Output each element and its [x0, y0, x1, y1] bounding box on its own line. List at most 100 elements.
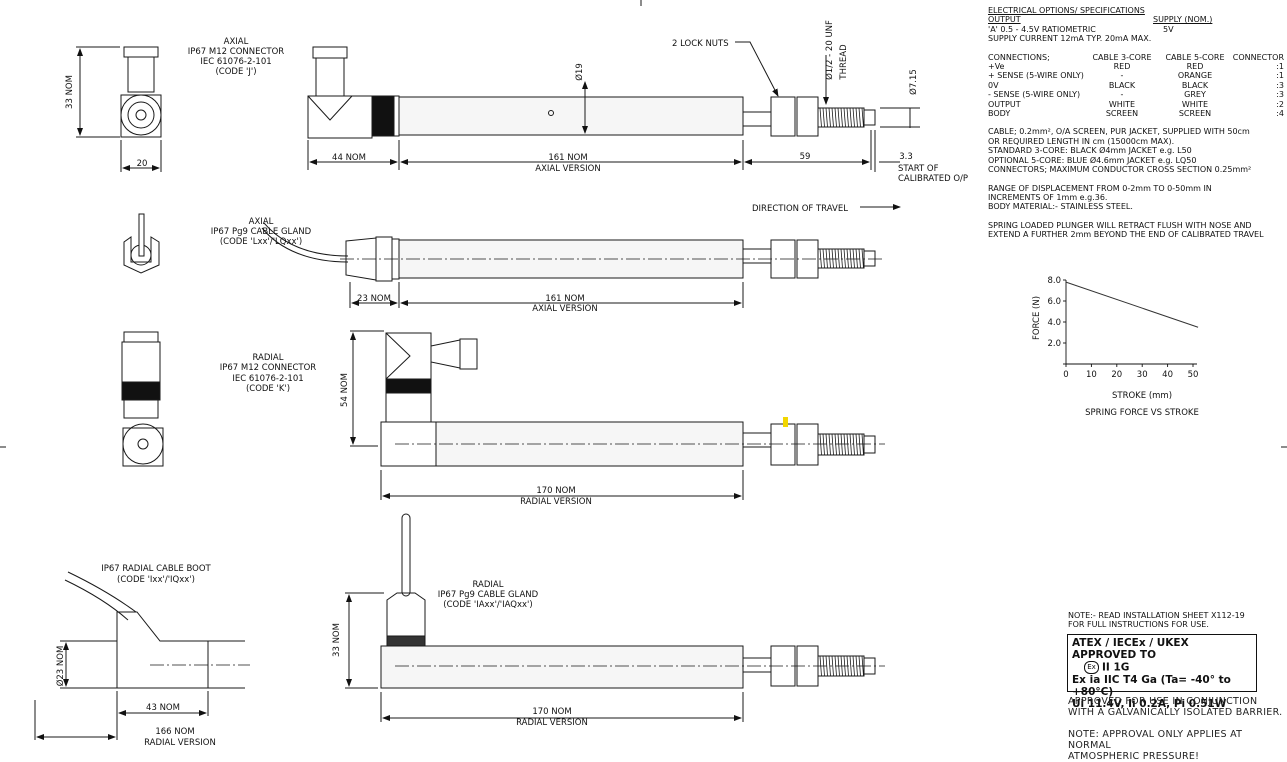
- range-lines-line: RANGE OF DISPLACEMENT FROM 0-2mm TO 0-50…: [988, 183, 1212, 193]
- connection-cell: :3: [1276, 90, 1284, 100]
- dim-end-width: 20: [137, 159, 148, 169]
- dim-radial-gland-main: 170 NOM: [532, 707, 571, 717]
- radial-gland-label-2: IP67 Pg9 CABLE GLAND: [438, 590, 539, 600]
- connection-cell: RED: [1186, 62, 1204, 72]
- connection-cell: GREY: [1184, 90, 1206, 100]
- thread-hatch: [840, 248, 843, 269]
- cable-notes: CABLE; 0.2mm², O/A SCREEN, PUR JACKET, S…: [988, 127, 1284, 174]
- lock-nuts-label: 2 LOCK NUTS: [672, 39, 729, 49]
- direction-of-travel: DIRECTION OF TRAVEL: [752, 204, 848, 214]
- radial-connector-end-view: [121, 331, 164, 467]
- chart-y-tick-label: 2.0: [1047, 339, 1061, 349]
- dia-body: Ø19: [574, 63, 585, 81]
- connection-cell: RED: [1113, 62, 1131, 72]
- connection-cell: BLACK: [1181, 80, 1209, 90]
- chart-y-tick-label: 6.0: [1047, 297, 1061, 307]
- radial-connector-label-4: (CODE 'K'): [246, 384, 290, 394]
- thread-hatch: [846, 248, 849, 269]
- axial-gland-label-3: (CODE 'Lxx'/'LQxx'): [220, 237, 302, 247]
- ex-symbol-icon: Ex: [1084, 661, 1099, 674]
- connection-cell: WHITE: [1181, 99, 1209, 109]
- cable-lines-line: CABLE; 0.2mm², O/A SCREEN, PUR JACKET, S…: [988, 127, 1250, 137]
- dia-boot: Ø23 NOM: [55, 646, 66, 687]
- axial-connector-label-2: IP67 M12 CONNECTOR: [188, 47, 285, 57]
- connection-cell: CABLE 3-CORE: [1092, 52, 1152, 62]
- highlight-mark: [783, 417, 788, 427]
- connection-cell: BLACK: [1108, 80, 1136, 90]
- axial-connector-label-4: (CODE 'J'): [215, 67, 256, 77]
- connections-row: - SENSE (5-WIRE ONLY)-GREY:3: [988, 90, 1284, 99]
- axial-gland-label-1: AXIAL: [249, 217, 274, 227]
- thread-hatch: [849, 655, 852, 677]
- radial-gland-label-1: RADIAL: [473, 580, 504, 590]
- atex-title: ATEX / IECEx / UKEX APPROVED TO: [1072, 637, 1189, 661]
- approved-note-1: APPROVED FOR USE IN CONJUNCTION: [1068, 696, 1258, 707]
- thread-hatch: [852, 433, 855, 456]
- thread-hatch: [855, 107, 858, 128]
- thread-hatch: [855, 655, 858, 677]
- pressure-note-2: ATMOSPHERIC PRESSURE!: [1068, 751, 1200, 762]
- connections-row: 0V BLACK BLACK :3: [988, 81, 1284, 90]
- pressure-note: NOTE: APPROVAL ONLY APPLIES AT NORMAL AT…: [1068, 729, 1287, 762]
- start-label-2: CALIBRATED O/P: [898, 174, 968, 184]
- start-label-1: START OF: [898, 164, 939, 174]
- thread-label-1: Ø1/2 - 20 UNF: [824, 20, 835, 80]
- thread-hatch: [849, 248, 852, 269]
- thread-hatch: [825, 433, 828, 456]
- radial-gland-side-view: [380, 513, 876, 689]
- connection-cell: -: [1120, 90, 1124, 100]
- plunger-notes: SPRING LOADED PLUNGER WILL RETRACT FLUSH…: [988, 221, 1284, 240]
- dim-radial-main: 170 NOM: [536, 486, 575, 496]
- axial-connector-label-1: AXIAL: [224, 37, 249, 47]
- thread-hatch: [825, 107, 828, 128]
- radial-connector-side-view: [380, 332, 876, 467]
- connection-cell: 0V: [988, 80, 999, 90]
- chart-xlabel: STROKE (mm): [1112, 391, 1172, 401]
- connection-cell: :1: [1276, 71, 1284, 81]
- thread-hatch: [858, 107, 861, 128]
- dim-boot-body: 43 NOM: [146, 703, 180, 713]
- pressure-note-1: NOTE: APPROVAL ONLY APPLIES AT NORMAL: [1068, 729, 1243, 751]
- radial-connector-label-3: IEC 61076-2-101: [232, 374, 303, 384]
- spring-force-chart: FORCE (N) STROKE (mm) SPRING FORCE VS ST…: [1032, 276, 1199, 418]
- connection-cell: CONNECTIONS;: [988, 52, 1050, 62]
- dim-gland-main: 161 NOM: [545, 294, 584, 304]
- thread-hatch: [846, 107, 849, 128]
- dim-radial-height: 54 NOM: [340, 373, 350, 407]
- chart-x-tick-label: 30: [1137, 370, 1148, 380]
- chart-title: SPRING FORCE VS STROKE: [1085, 408, 1199, 418]
- connection-cell: WHITE: [1108, 99, 1136, 109]
- chart-x-tick-label: 40: [1162, 370, 1173, 380]
- connection-cell: :3: [1276, 80, 1284, 90]
- radial-connector-title: RADIAL VERSION: [520, 497, 592, 507]
- radial-cable-boot-view: [60, 571, 245, 689]
- dia-plunger: Ø7.15: [908, 69, 919, 95]
- thread-hatch: [837, 107, 840, 128]
- axial-gland-side-view: [261, 222, 876, 282]
- connection-cell: + SENSE (5-WIRE ONLY): [988, 71, 1084, 81]
- connection-cell: SCREEN: [1105, 109, 1139, 119]
- chart-y-tick-label: 8.0: [1047, 276, 1061, 286]
- range-lines-line: INCREMENTS OF 1mm e.g.36.: [988, 192, 1108, 202]
- axial-gland-end-view: [123, 213, 160, 274]
- connection-cell: :4: [1276, 109, 1284, 119]
- cable-lines-line: OPTIONAL 5-CORE: BLUE Ø4.6mm JACKET e.g.…: [988, 155, 1197, 165]
- thread-hatch: [843, 107, 846, 128]
- output-label: OUTPUT: [988, 15, 1021, 25]
- install-note-2: FOR FULL INSTRUCTIONS FOR USE.: [1068, 620, 1209, 630]
- thread-hatch: [861, 107, 864, 128]
- thread-hatch: [858, 433, 861, 456]
- thread-hatch: [822, 107, 825, 128]
- chart-x-tick-label: 20: [1111, 370, 1122, 380]
- option-a: 'A' 0.5 - 4.5V RATIOMETRIC: [988, 24, 1096, 34]
- radial-connector-label-2: IP67 M12 CONNECTOR: [220, 363, 317, 373]
- thread-hatch: [861, 248, 864, 269]
- boot-title: RADIAL VERSION: [144, 738, 216, 748]
- axial-connector-side-view: [307, 46, 876, 139]
- connection-cell: CABLE 5-CORE: [1165, 52, 1225, 62]
